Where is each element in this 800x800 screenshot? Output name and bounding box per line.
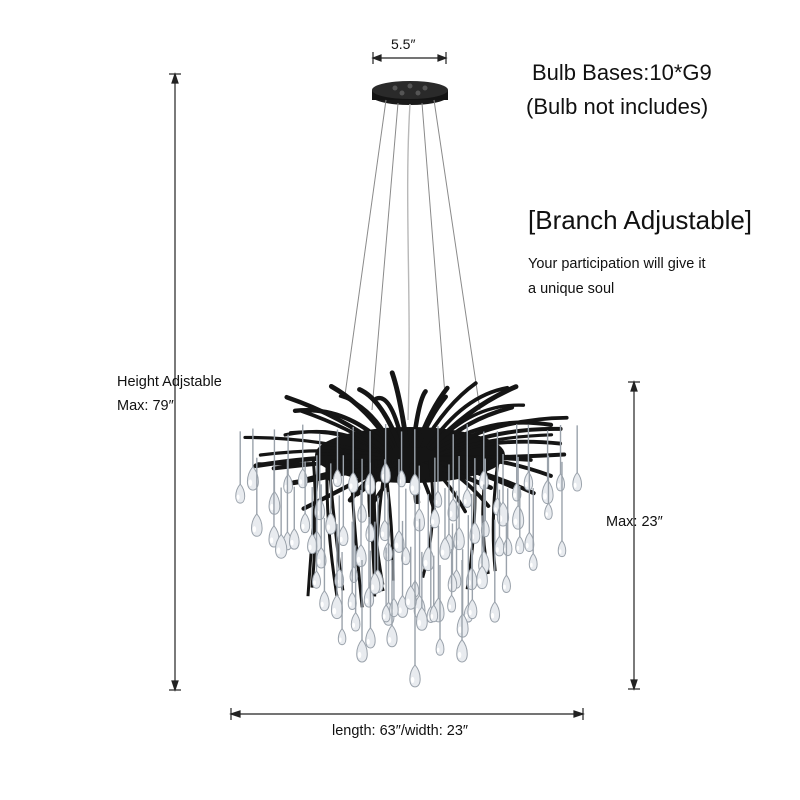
crystal-teardrop xyxy=(337,552,347,646)
drop-max-label: Max: 23″ xyxy=(606,514,663,530)
crystal-teardrop xyxy=(325,463,337,535)
crystal-teardrop xyxy=(338,455,349,546)
crystal-teardrop xyxy=(447,549,457,613)
crystal-teardrop xyxy=(386,560,398,648)
branch-stem xyxy=(306,459,321,597)
crystal-teardrop xyxy=(393,459,405,553)
branch-stem xyxy=(372,459,385,585)
width-dimension-line xyxy=(229,708,585,720)
crystal-teardrop xyxy=(365,550,376,649)
branch-arm xyxy=(426,385,510,450)
ceiling-canopy xyxy=(372,81,448,105)
branch-arm xyxy=(420,462,467,514)
branch-arm xyxy=(434,420,554,453)
branch-stem xyxy=(310,459,317,588)
crystal-teardrop xyxy=(439,488,451,560)
branch-arm xyxy=(284,394,387,452)
crystal-teardrop xyxy=(315,484,327,569)
crystal-teardrop xyxy=(435,565,445,656)
branch-arm xyxy=(292,407,391,451)
crystal-teardrop xyxy=(528,488,538,571)
bulb-bases-label: Bulb Bases:10*G9 xyxy=(532,60,712,85)
crystal-teardrop xyxy=(572,425,583,492)
crystal-teardrop xyxy=(357,458,367,523)
branch-arm xyxy=(434,455,553,478)
branch-arm xyxy=(299,459,389,482)
crystal-teardrop xyxy=(515,485,525,555)
crystal-teardrop xyxy=(494,489,505,557)
crystal-teardrop xyxy=(251,457,263,537)
slogan-line-2: a unique soul xyxy=(528,281,615,297)
crystal-teardrop xyxy=(409,580,421,688)
crystal-teardrop xyxy=(556,424,566,492)
suspension-wires xyxy=(344,99,481,421)
branch-arm xyxy=(438,433,554,456)
crystal-teardrop xyxy=(288,486,300,550)
branch-arm xyxy=(389,370,410,448)
length-width-label: length: 63″/width: 23″ xyxy=(332,723,469,739)
branch-arm xyxy=(416,394,448,448)
branch-arm xyxy=(357,387,402,449)
crystal-teardrop xyxy=(300,461,311,534)
crystal-drops xyxy=(235,424,583,688)
canopy-dimension-line xyxy=(371,52,448,64)
height-dimension-line xyxy=(169,72,181,692)
crystal-teardrop xyxy=(456,560,468,663)
branch-arm xyxy=(428,384,519,451)
crystal-teardrop xyxy=(379,459,391,542)
crystal-teardrop xyxy=(429,555,439,623)
crystal-teardrop xyxy=(544,455,553,520)
branch-arm xyxy=(338,394,395,449)
crystal-teardrop xyxy=(246,428,259,491)
crystal-teardrop xyxy=(332,429,343,488)
crystal-teardrop xyxy=(355,490,367,568)
branch-arm xyxy=(432,405,515,452)
crystal-teardrop xyxy=(365,462,376,543)
crystal-teardrop xyxy=(524,461,535,552)
branch-arm xyxy=(436,415,569,454)
crystal-teardrop xyxy=(557,461,567,558)
crystal-teardrop xyxy=(523,424,534,491)
crystal-teardrop xyxy=(275,487,288,559)
crystal-teardrop xyxy=(447,523,458,593)
branch-arm xyxy=(299,409,385,453)
crystal-teardrop xyxy=(415,551,428,631)
crystal-teardrop xyxy=(319,517,330,612)
crystal-teardrop xyxy=(447,434,459,522)
crystal-teardrop xyxy=(235,431,246,504)
bulb-note-label: (Bulb not includes) xyxy=(526,94,709,119)
crystal-teardrop xyxy=(502,488,513,557)
branch-arm xyxy=(253,454,384,469)
crystal-teardrop xyxy=(311,514,322,589)
crystal-teardrop xyxy=(469,458,481,544)
height-max-label: Max: 79″ xyxy=(117,398,174,414)
slogan-line-1: Your participation will give it xyxy=(528,256,706,272)
crystal-teardrop xyxy=(381,547,391,623)
crystal-teardrop xyxy=(476,515,488,590)
height-adjustable-label: Height Adjstable xyxy=(117,374,222,390)
crystal-teardrop xyxy=(369,521,381,595)
crystal-teardrop xyxy=(512,456,525,530)
branch-arm xyxy=(420,381,478,448)
crystal-teardrop xyxy=(347,521,357,611)
drop-dimension-line xyxy=(628,380,640,691)
crystal-teardrop xyxy=(356,560,368,663)
crystal-teardrop xyxy=(429,457,440,529)
canopy-width-label: 5.5″ xyxy=(391,36,416,52)
crystal-teardrop xyxy=(467,550,478,620)
crystal-teardrop xyxy=(462,424,473,508)
branch-arm xyxy=(429,459,536,496)
crystal-teardrop xyxy=(350,545,361,632)
branch-arm xyxy=(437,439,563,458)
crystal-teardrop xyxy=(501,522,511,593)
crystal-teardrop xyxy=(489,519,501,623)
branch-adjustable-heading: [Branch Adjustable] xyxy=(528,205,753,235)
